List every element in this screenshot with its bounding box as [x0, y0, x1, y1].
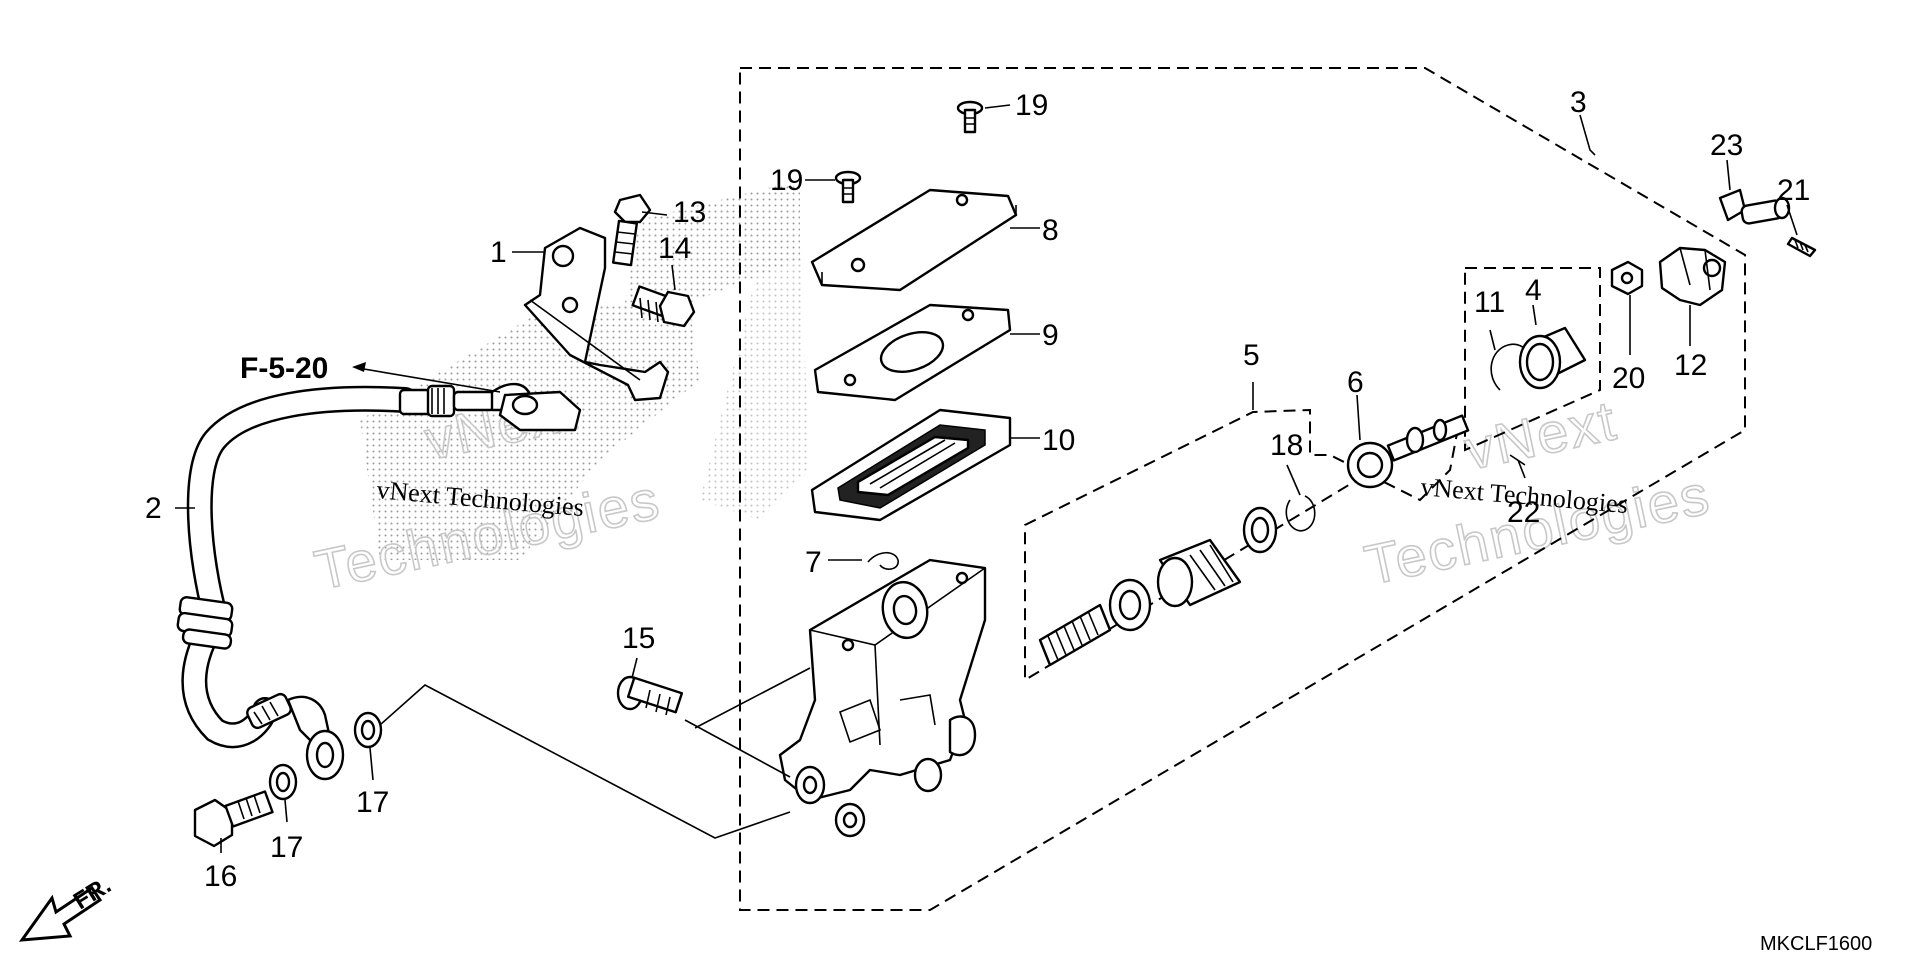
part-piston-set-5	[1038, 506, 1278, 667]
callout-19b: 19	[770, 164, 803, 197]
callout-20: 20	[1612, 362, 1645, 395]
callout-11: 11	[1474, 286, 1505, 319]
callout-22: 22	[1507, 496, 1540, 529]
part-bolt-15	[616, 675, 684, 716]
part-cap-8	[810, 188, 1018, 292]
part-pin-22	[1509, 454, 1526, 466]
part-bolt-14	[631, 285, 696, 328]
part-cotter-pin-21	[1786, 236, 1817, 258]
callout-16: 16	[204, 860, 237, 893]
part-washer-17b	[353, 711, 383, 749]
part-boot-4	[1518, 326, 1587, 390]
callout-4: 4	[1525, 274, 1542, 307]
callout-1: 1	[490, 236, 507, 269]
diagram-code: MKCLF1600	[1760, 933, 1872, 955]
callout-10: 10	[1042, 424, 1075, 457]
callout-7: 7	[805, 546, 822, 579]
callout-3: 3	[1570, 86, 1587, 119]
part-clevis-pin-23	[1718, 188, 1791, 225]
front-arrow-icon	[18, 885, 103, 942]
watermark-line1-right: vNext	[1459, 388, 1622, 481]
callout-19a: 19	[1015, 89, 1048, 122]
part-plate-9	[813, 303, 1012, 402]
part-screw-19a	[956, 100, 984, 134]
part-washer-17a	[268, 763, 298, 801]
front-direction-indicator: FR.	[18, 872, 116, 942]
piston	[1156, 538, 1242, 608]
piston-seal	[1242, 506, 1278, 554]
part-diaphragm-10	[810, 408, 1012, 522]
callout-2: 2	[145, 492, 162, 525]
part-screw-19b	[834, 170, 862, 204]
callout-8: 8	[1042, 214, 1059, 247]
piston-cup	[1108, 578, 1152, 632]
callout-17a: 17	[270, 831, 303, 864]
part-nut-20	[1610, 260, 1644, 296]
master-cylinder-body	[778, 558, 987, 838]
callout-13: 13	[673, 196, 706, 229]
part-clevis-12	[1658, 246, 1727, 307]
leader-lines	[175, 104, 1798, 853]
callout-14: 14	[658, 232, 691, 265]
callout-5: 5	[1243, 339, 1260, 372]
part-bracket-1	[523, 226, 670, 402]
piston-spring	[1038, 603, 1112, 667]
assembly-boundary-3	[739, 67, 1746, 911]
part-snap-ring-18	[1285, 495, 1316, 532]
callout-18: 18	[1270, 429, 1303, 462]
callout-6: 6	[1347, 366, 1364, 399]
boot-set-boundary-4	[1464, 267, 1601, 452]
callout-9: 9	[1042, 319, 1059, 352]
part-clip-7	[867, 551, 899, 570]
figure-reference-link[interactable]: F-5-20	[240, 352, 328, 385]
part-hose-2	[176, 382, 582, 781]
callout-23: 23	[1710, 129, 1743, 162]
part-push-rod-6	[1346, 414, 1470, 489]
callout-17b: 17	[356, 786, 389, 819]
watermark-right: vNext Technologies vNext Technologies	[1359, 387, 1717, 597]
part-bolt-13	[611, 193, 652, 267]
part-banjo-bolt-16	[193, 790, 274, 848]
callout-21: 21	[1777, 174, 1810, 207]
callout-labels: 1 2 3 4 5 6 7 8 9 10 11 12 13 14 15 16 1…	[145, 86, 1810, 893]
callout-12: 12	[1674, 349, 1707, 382]
callout-15: 15	[622, 622, 655, 655]
